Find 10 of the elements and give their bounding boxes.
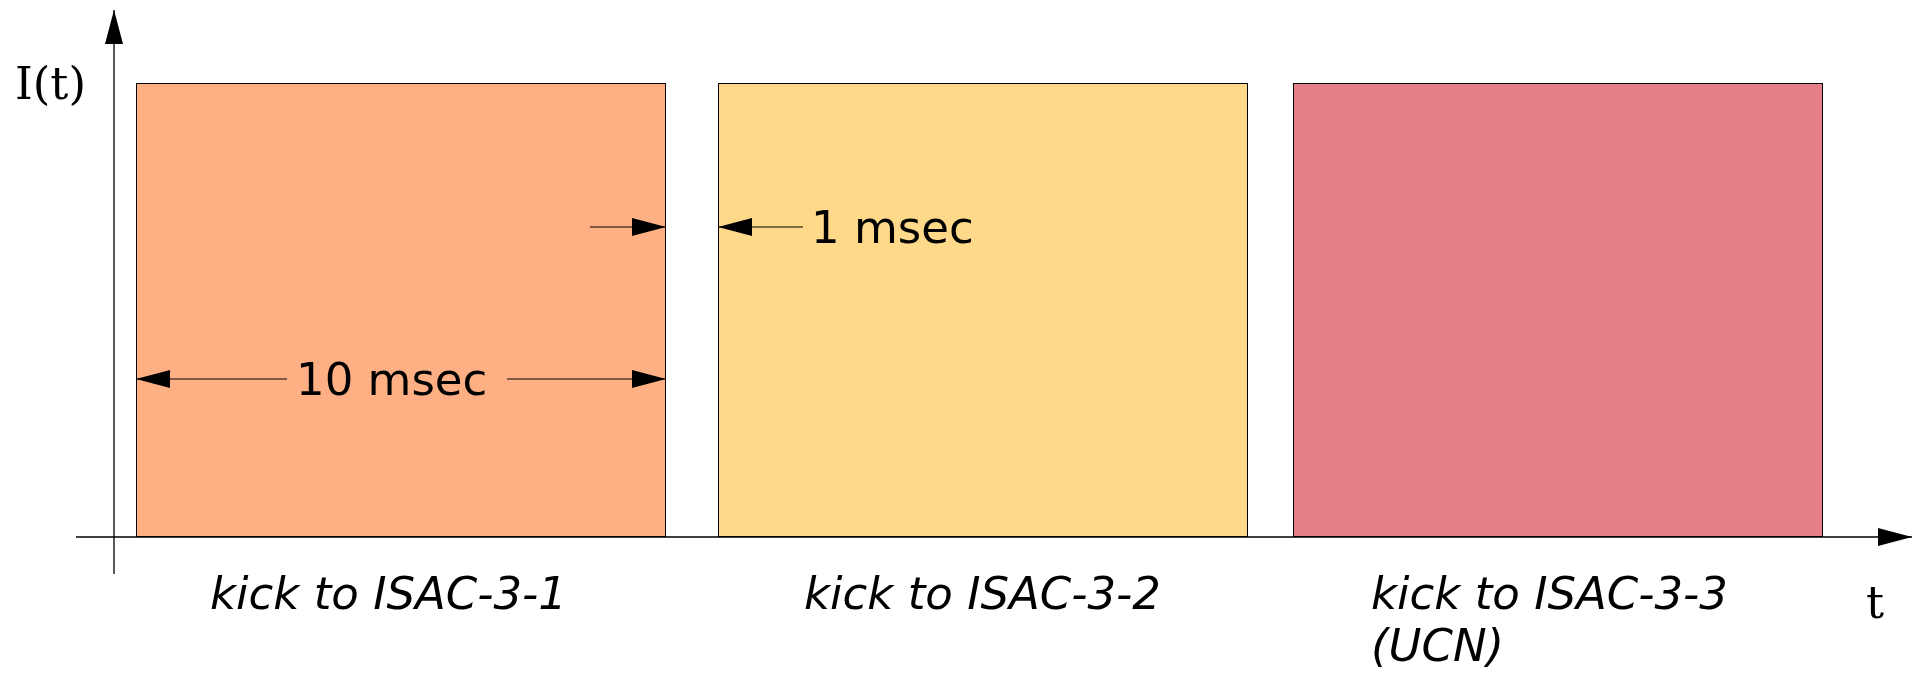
dimension-label: 1 msec xyxy=(811,205,974,250)
pulse-block xyxy=(718,83,1248,537)
axis-label: I(t) xyxy=(15,61,86,106)
pulse-block xyxy=(136,83,666,537)
pulse-caption: kick to ISAC-3-3 (UCN) xyxy=(1371,568,1729,672)
pulse-block xyxy=(1293,83,1823,537)
axis-label: t xyxy=(1866,580,1885,625)
pulse-caption: kick to ISAC-3-1 xyxy=(210,568,568,620)
dimension-label: 10 msec xyxy=(296,357,488,402)
pulse-caption: kick to ISAC-3-2 xyxy=(804,568,1162,620)
